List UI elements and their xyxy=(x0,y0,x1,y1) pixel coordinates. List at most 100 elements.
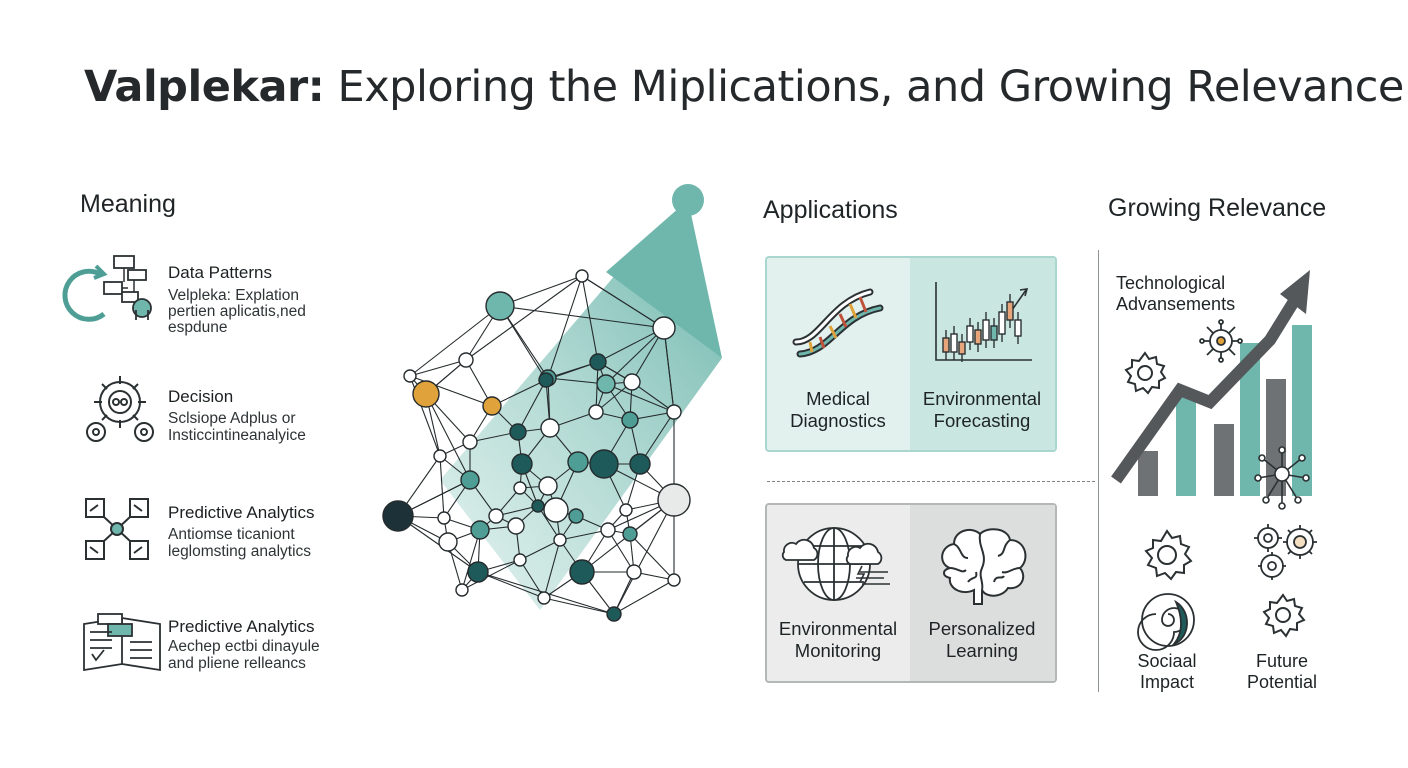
meaning-item-line: Velpleka: Explation xyxy=(168,287,299,304)
network-node xyxy=(568,508,584,524)
network-edge xyxy=(543,597,615,615)
network-edge xyxy=(581,275,665,329)
network-edge xyxy=(613,579,675,615)
network-node xyxy=(622,526,638,542)
card-label-text: Environmental Forecasting xyxy=(922,388,1042,431)
swirl-globe-icon xyxy=(1137,593,1195,651)
virus-icon xyxy=(1199,319,1243,363)
network-node xyxy=(626,564,642,580)
network-node xyxy=(462,434,478,450)
candle-body xyxy=(982,319,990,341)
applications-divider xyxy=(767,481,1095,482)
network-edge xyxy=(517,379,547,433)
social-impact-label: Sociaal Impact xyxy=(1137,651,1197,692)
network-edge xyxy=(537,505,561,541)
network-edge xyxy=(581,275,599,363)
globe-weather-icon xyxy=(781,527,890,601)
network-node xyxy=(438,532,458,552)
gears-decision-icon xyxy=(86,376,154,442)
meaning-item-title: Predictive Analytics xyxy=(168,617,315,636)
network-node xyxy=(589,449,619,479)
meaning-item-line: Sclsiope Adplus or xyxy=(168,410,296,427)
card-label-environmental-monitoring: Environmental Monitoring xyxy=(768,618,908,662)
candle-body xyxy=(950,333,958,353)
network-node xyxy=(569,559,595,585)
title-bold: Valplekar: xyxy=(84,62,325,112)
network-edge xyxy=(491,379,547,407)
network-node xyxy=(511,453,533,475)
network-node xyxy=(588,404,604,420)
network-node xyxy=(513,553,527,567)
candle-body xyxy=(1006,301,1014,321)
meaning-item-line: espdune xyxy=(168,319,228,336)
card-label-environmental-forecasting: Environmental Forecasting xyxy=(912,388,1052,432)
network-edge xyxy=(605,383,675,413)
network-node xyxy=(513,481,527,495)
gears-cluster-icon xyxy=(1254,524,1317,580)
network-node xyxy=(538,476,558,496)
network-edge xyxy=(461,559,521,591)
network-node xyxy=(460,470,480,490)
meaning-item-title: Decision xyxy=(168,387,234,406)
growth-bar xyxy=(1176,397,1196,496)
meaning-item-line: leglomsting analytics xyxy=(168,543,312,560)
gear-icon xyxy=(1262,593,1306,638)
network-node xyxy=(482,396,502,416)
growth-bar xyxy=(1214,424,1234,496)
network-edge xyxy=(607,529,635,573)
network-edge xyxy=(461,529,481,591)
candlestick-chart-icon xyxy=(935,282,1032,362)
network-node xyxy=(606,606,622,622)
card-label-text: Environmental Monitoring xyxy=(778,618,898,661)
network-edge xyxy=(409,359,467,377)
network-node xyxy=(543,497,569,523)
network-node xyxy=(575,269,589,283)
network-edge xyxy=(425,393,471,481)
candle-body xyxy=(942,337,950,353)
network-node xyxy=(567,451,589,473)
candle-body xyxy=(966,325,974,343)
meaning-item-line: and pliene relleancs xyxy=(168,655,306,672)
network-node xyxy=(433,449,447,463)
arrow-tip-node xyxy=(672,184,704,216)
network-edge xyxy=(519,539,561,561)
meaning-item-line: Aechep ectbi dinayule xyxy=(168,638,320,655)
meaning-item-line: Antiomse ticaniont xyxy=(168,526,295,543)
network-edge xyxy=(543,539,561,599)
network-edge xyxy=(397,515,479,573)
network-edge xyxy=(465,275,583,361)
network-node xyxy=(667,573,681,587)
growth-arrow-tip xyxy=(1280,270,1310,314)
network-node xyxy=(600,522,616,538)
candle-body xyxy=(1014,319,1022,337)
candle-body xyxy=(974,329,982,345)
meaning-heading: Meaning xyxy=(80,190,176,218)
network-graph xyxy=(382,184,722,622)
network-edge xyxy=(613,499,675,615)
card-label-text: Medical Diagnostics xyxy=(790,388,886,431)
growth-bar xyxy=(1240,343,1260,496)
network-node xyxy=(509,423,527,441)
network-node xyxy=(382,500,414,532)
future-potential-label: Future Potential xyxy=(1246,651,1318,692)
growth-trend-arrow xyxy=(1111,294,1302,484)
network-node xyxy=(666,404,682,420)
network-node xyxy=(485,291,515,321)
network-node xyxy=(538,372,554,388)
meaning-item-line: pertien aplicatis,ned xyxy=(168,303,306,320)
network-edge xyxy=(559,529,609,541)
brain-icon xyxy=(941,528,1027,605)
network-node xyxy=(657,483,691,517)
card-label-personalized-learning: Personalized Learning xyxy=(912,618,1052,662)
growth-bar xyxy=(1292,325,1312,496)
meaning-item-line: Insticcintineanalyice xyxy=(168,427,306,444)
network-node xyxy=(540,418,560,438)
gear-icon xyxy=(1124,351,1167,395)
network-node xyxy=(652,316,676,340)
network-node xyxy=(621,411,639,429)
data-flow-icon xyxy=(62,255,152,322)
dashboard-book-icon xyxy=(83,613,161,672)
growth-arrow-head xyxy=(606,200,722,358)
network-node xyxy=(619,503,633,517)
network-node xyxy=(458,352,474,368)
